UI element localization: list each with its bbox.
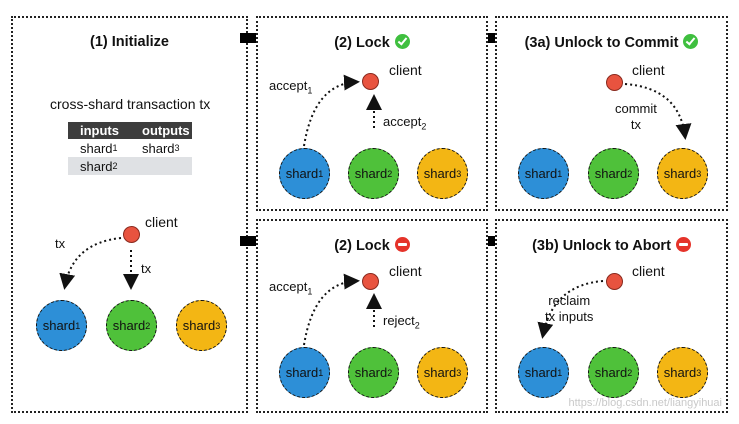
lock-success-edges <box>303 74 382 147</box>
header-inputs: inputs <box>80 123 119 138</box>
header-outputs: outputs <box>142 123 190 138</box>
edge-label-tx-left: tx <box>55 236 66 251</box>
client-label: client <box>145 214 178 230</box>
edge-label-reject-2: reject2 <box>383 313 420 331</box>
lock-abort-edges <box>303 273 382 346</box>
panel-title: (1) Initialize <box>90 34 169 50</box>
check-icon <box>394 34 410 49</box>
io-table-header: inputs outputs <box>68 122 192 139</box>
panel-title: (3b) Unlock to Abort <box>497 237 726 254</box>
cell-text: shard <box>80 140 113 156</box>
check-icon <box>683 34 699 49</box>
client-node <box>606 74 623 91</box>
client-node <box>123 226 140 243</box>
transaction-caption: cross-shard transaction tx <box>50 96 211 112</box>
panel-title: (3a) Unlock to Commit <box>497 34 726 51</box>
panel-title: (2) Lock <box>258 34 486 51</box>
client-label: client <box>632 62 665 78</box>
client-node <box>362 73 379 90</box>
client-node <box>362 273 379 290</box>
edge-label-accept-2: accept2 <box>383 114 427 132</box>
init-edges <box>59 237 139 290</box>
client-label: client <box>632 263 665 279</box>
client-label: client <box>389 62 422 78</box>
cell-text: shard <box>142 140 175 156</box>
stop-icon <box>675 237 691 252</box>
cell-text: shard <box>80 158 113 174</box>
stop-icon <box>394 237 410 252</box>
edge-label-accept-1: accept1 <box>269 78 313 96</box>
commit-edges <box>624 83 692 140</box>
panel-title: (2) Lock <box>258 237 486 254</box>
client-node <box>606 273 623 290</box>
panel-initialize: (1) Initialize cross-shard transaction t… <box>11 16 248 413</box>
edge-label-tx-mid: tx <box>141 261 152 276</box>
edge-label-accept-1: accept1 <box>269 279 313 297</box>
client-label: client <box>389 263 422 279</box>
watermark: https://blog.csdn.net/liangyihuai <box>568 397 723 409</box>
